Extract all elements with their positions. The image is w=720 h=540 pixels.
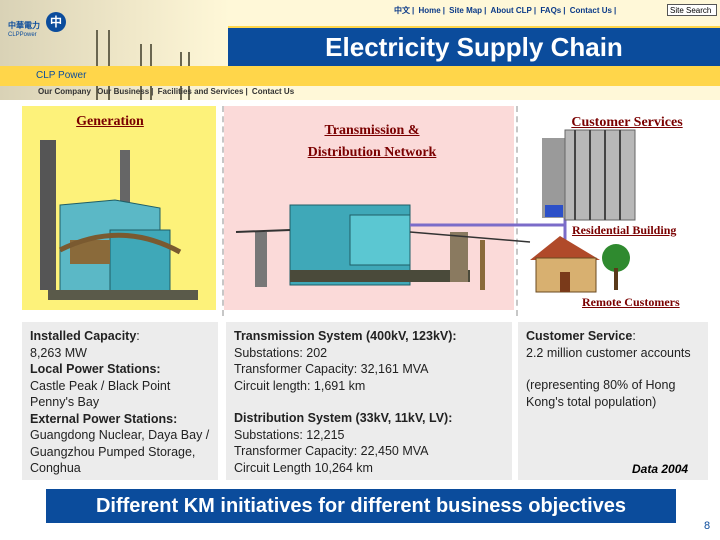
local-stations-label: Local Power Stations: bbox=[30, 361, 210, 378]
residential-building-icon bbox=[542, 130, 635, 220]
customer-service-label: Customer Service bbox=[526, 329, 632, 343]
footer-banner: Different KM initiatives for different b… bbox=[46, 489, 676, 523]
distribution-system-label: Distribution System (33kV, 11kV, LV): bbox=[234, 410, 504, 427]
supply-chain-illustration bbox=[0, 0, 720, 320]
footer-banner-text: Different KM initiatives for different b… bbox=[46, 489, 676, 523]
distribution-substations: Substations: 12,215 bbox=[234, 427, 504, 444]
customer-service-value: 2.2 million customer accounts bbox=[526, 345, 700, 362]
capacity-value: 8,263 MW bbox=[30, 345, 210, 362]
page-number: 8 bbox=[704, 520, 710, 532]
utility-pole-icon bbox=[480, 240, 485, 290]
transmission-circuit: Circuit length: 1,691 km bbox=[234, 378, 504, 395]
distribution-circuit: Circuit Length 10,264 km bbox=[234, 460, 504, 477]
substation-icon bbox=[255, 205, 470, 287]
external-stations-label: External Power Stations: bbox=[30, 411, 210, 428]
distribution-capacity: Transformer Capacity: 22,450 MVA bbox=[234, 443, 504, 460]
remote-house-icon bbox=[530, 236, 630, 292]
transmission-system-label: Transmission System (400kV, 123kV): bbox=[234, 328, 504, 345]
transmission-substations: Substations: 202 bbox=[234, 345, 504, 362]
customer-info: Customer Service: 2.2 million customer a… bbox=[518, 322, 708, 480]
local-stations-value-2: Penny's Bay bbox=[30, 394, 210, 411]
local-stations-value: Castle Peak / Black Point bbox=[30, 378, 210, 395]
transmission-capacity: Transformer Capacity: 32,161 MVA bbox=[234, 361, 504, 378]
transmission-info: Transmission System (400kV, 123kV): Subs… bbox=[226, 322, 512, 480]
generation-info: Installed Capacity: 8,263 MW Local Power… bbox=[22, 322, 218, 480]
population-note: (representing 80% of Hong Kong's total p… bbox=[526, 377, 700, 410]
capacity-label: Installed Capacity bbox=[30, 329, 136, 343]
external-stations-value: Guangdong Nuclear, Daya Bay / Guangzhou … bbox=[30, 427, 210, 477]
data-year: Data 2004 bbox=[632, 462, 688, 476]
power-plant-icon bbox=[40, 140, 198, 300]
